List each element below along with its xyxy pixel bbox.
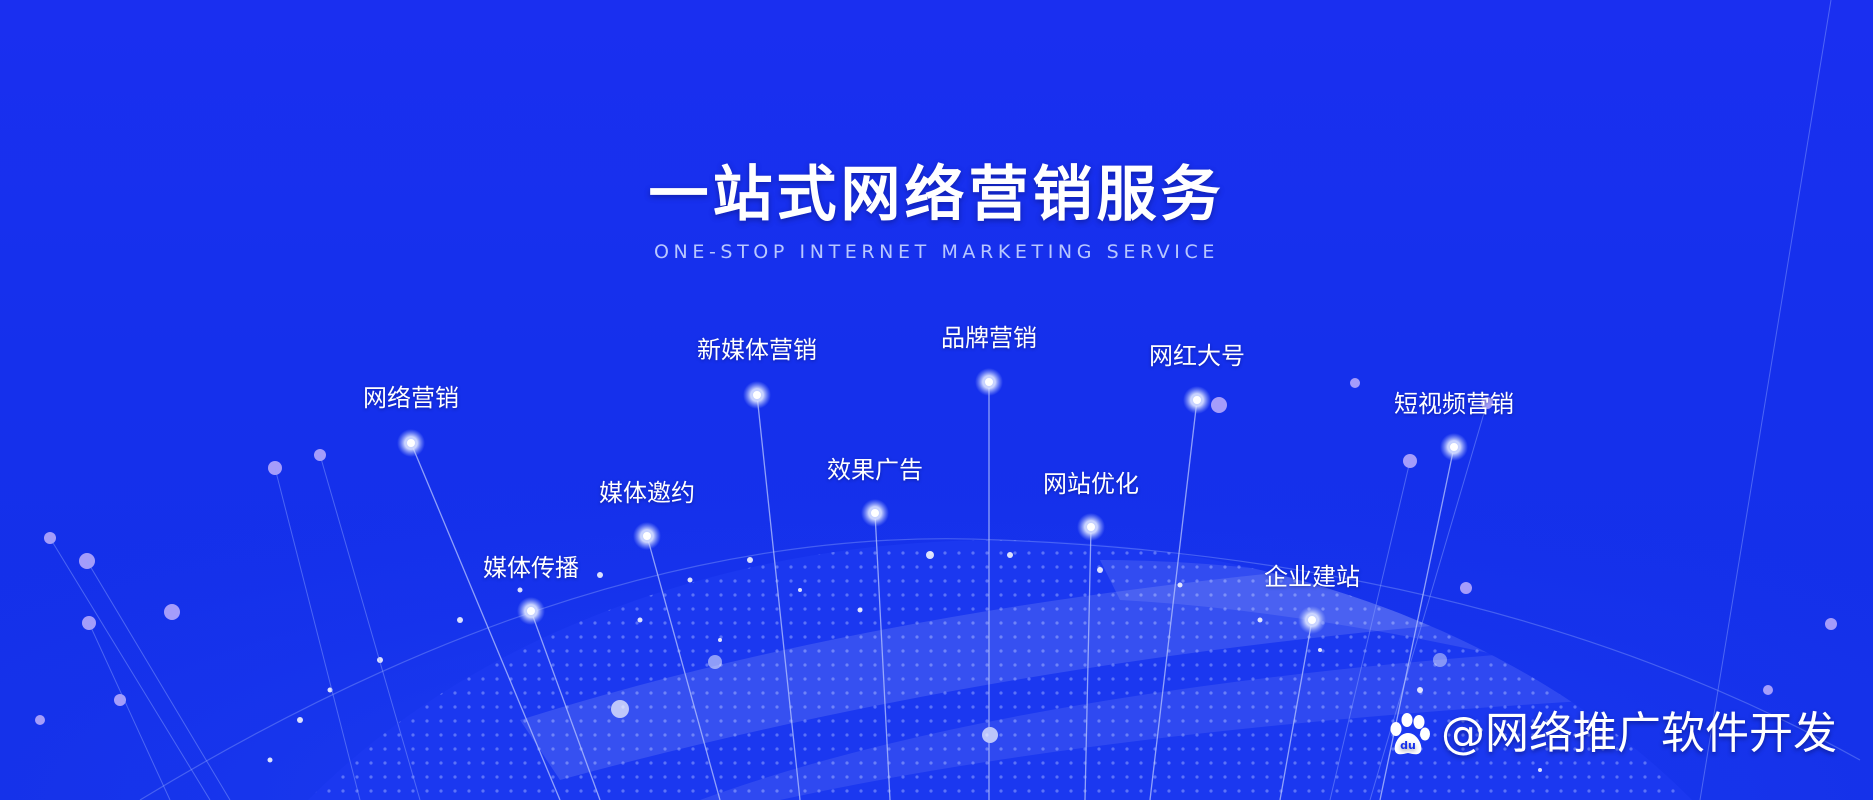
node-connector-line xyxy=(530,610,601,800)
node-label: 企业建站 xyxy=(1264,563,1360,591)
node-connector-line xyxy=(756,394,801,800)
node-label: 效果广告 xyxy=(827,456,923,484)
node-connector-line xyxy=(1379,446,1455,800)
baidu-paw-icon: du xyxy=(1390,713,1430,755)
node-label: 网站优化 xyxy=(1043,470,1139,498)
node-label: 短视频营销 xyxy=(1394,390,1514,418)
node-dot xyxy=(1306,614,1318,626)
node-connector-line xyxy=(874,512,891,800)
node-connector-line xyxy=(1084,526,1092,800)
node-dot xyxy=(405,437,417,449)
node-dot xyxy=(751,389,763,401)
node-dot xyxy=(641,530,653,542)
node-dot xyxy=(1191,394,1203,406)
node-dot xyxy=(1085,521,1097,533)
node-dot xyxy=(869,507,881,519)
globe-particles xyxy=(267,551,1542,772)
node-dot xyxy=(525,605,537,617)
node-label: 品牌营销 xyxy=(941,324,1037,352)
node-connector-lines xyxy=(410,382,1455,800)
node-connector-line xyxy=(646,535,721,800)
side-particles xyxy=(35,378,1837,725)
node-dots xyxy=(397,368,1468,634)
node-label: 网络营销 xyxy=(363,384,459,412)
page-headline: 一站式网络营销服务 xyxy=(648,160,1225,230)
svg-text:du: du xyxy=(1400,739,1416,752)
node-connector-line xyxy=(1149,399,1198,800)
side-streaks xyxy=(49,0,1832,800)
node-label: 网红大号 xyxy=(1149,342,1245,370)
watermark-text: @网络推广软件开发 xyxy=(1441,708,1837,759)
node-dot xyxy=(1448,441,1460,453)
node-label: 媒体邀约 xyxy=(599,479,695,507)
node-connector-line xyxy=(410,442,561,800)
page-subheadline: ONE-STOP INTERNET MARKETING SERVICE xyxy=(654,241,1219,263)
node-dot xyxy=(983,376,995,388)
node-label: 新媒体营销 xyxy=(697,336,817,364)
watermark: du @网络推广软件开发 xyxy=(1383,706,1837,762)
node-label: 媒体传播 xyxy=(483,554,579,582)
node-connector-line xyxy=(1279,619,1313,800)
